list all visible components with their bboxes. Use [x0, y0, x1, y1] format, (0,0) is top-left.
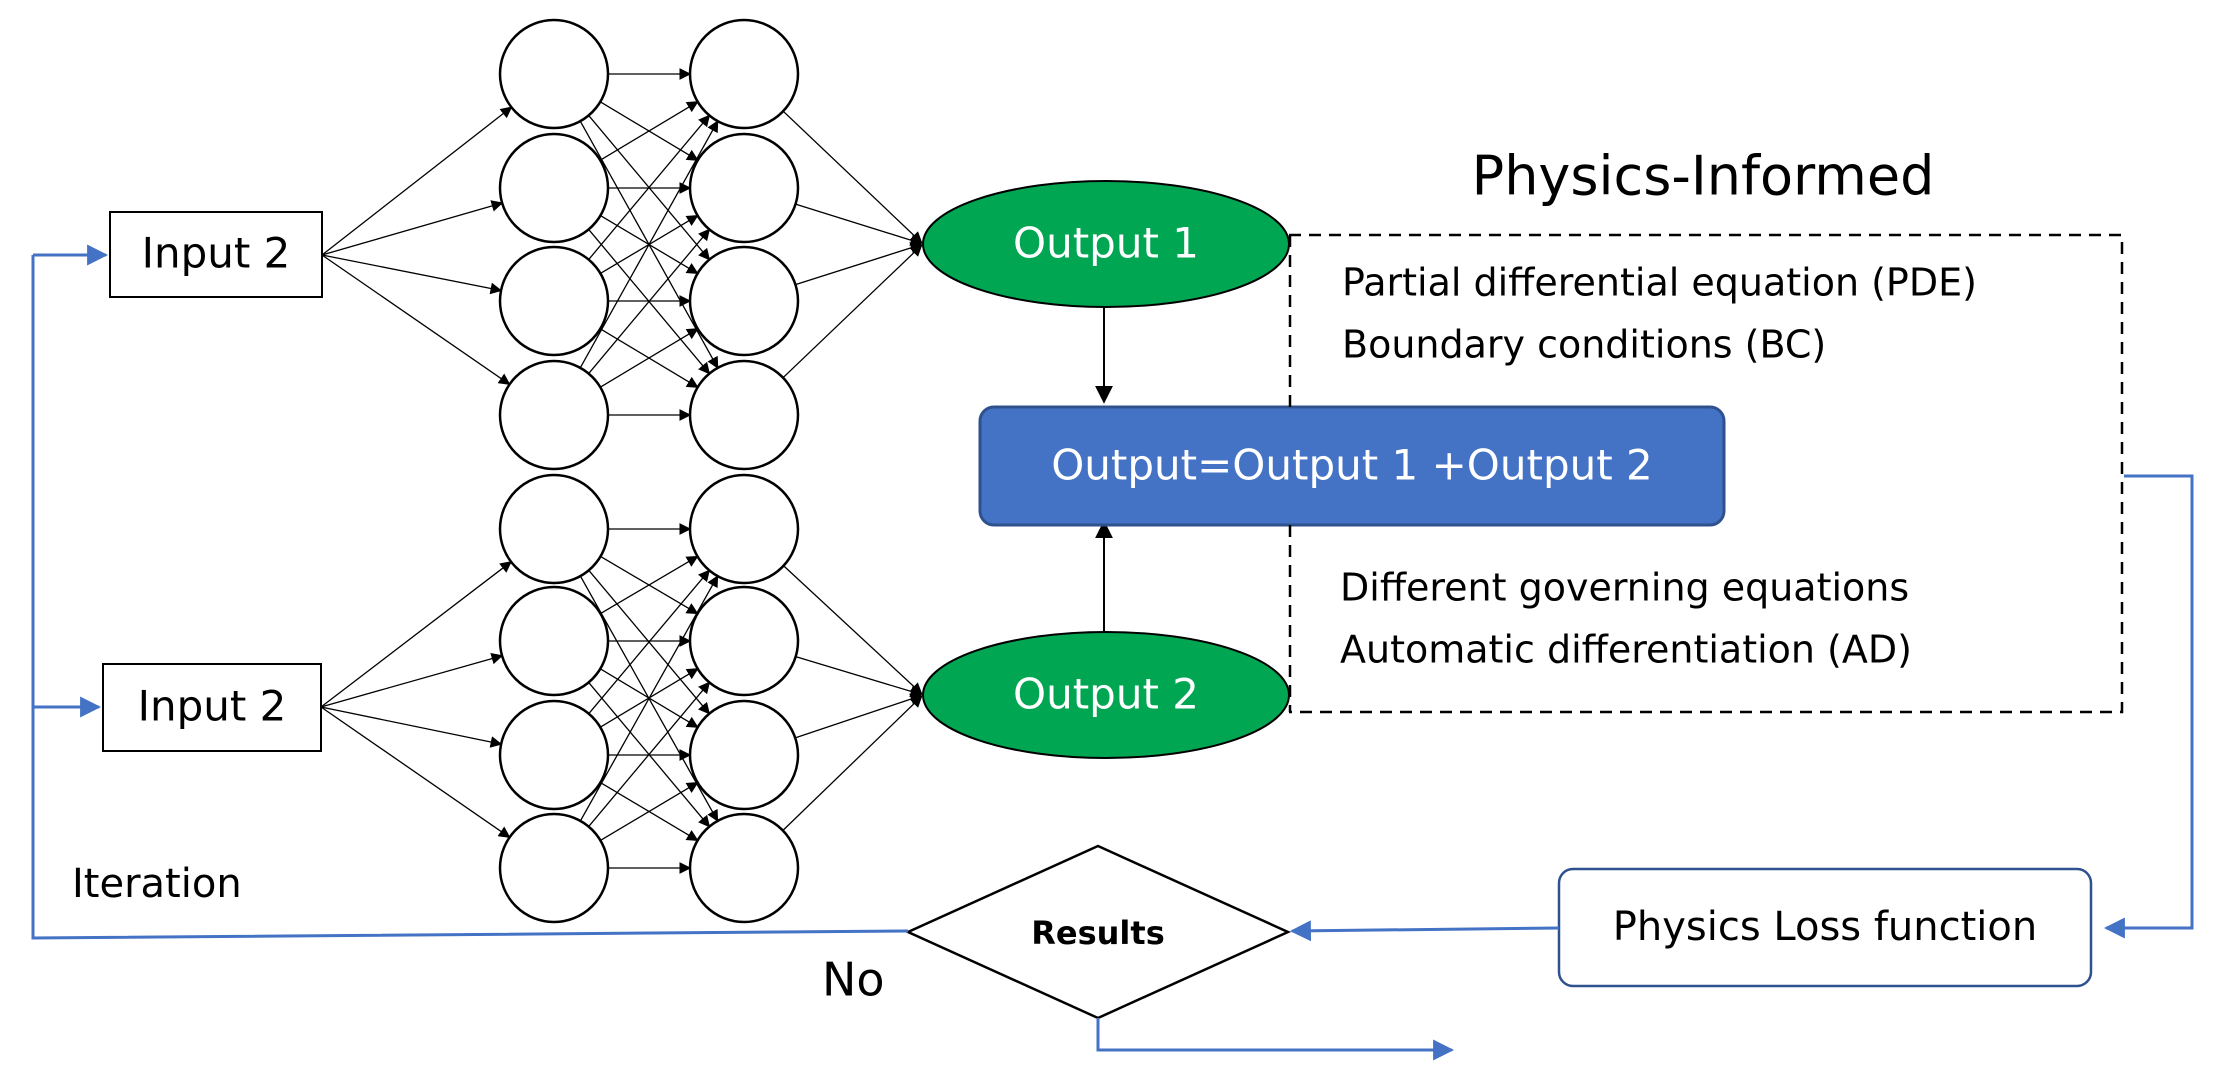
physics-item-pde: Partial differential equation (PDE)	[1342, 261, 1977, 305]
hidden-layer-2-neuron	[688, 18, 800, 130]
iteration-label: Iteration	[72, 861, 242, 907]
network-edge	[599, 328, 699, 388]
input-node-2: Input 2	[102, 663, 322, 752]
hidden-layer-1-neuron	[498, 585, 610, 697]
network-edge	[320, 706, 503, 748]
network-edge	[320, 561, 513, 708]
loss-to-results-arrow	[1289, 920, 1560, 942]
network-edge	[782, 110, 923, 244]
network-edge	[795, 242, 923, 286]
network-edge	[588, 114, 711, 261]
hidden-layer-2-neuron	[688, 812, 800, 924]
physics-informed-region: Physics-Informed Partial differential eq…	[1288, 145, 2124, 714]
network-connections	[320, 68, 923, 874]
physics-loss-function-label: Physics Loss function	[1613, 904, 2038, 950]
network-edge	[588, 681, 711, 828]
results-label: Results	[1031, 914, 1164, 952]
output-1-node: Output 1	[922, 180, 1290, 308]
hidden-layer-1-neuron	[498, 812, 610, 924]
network-edge	[795, 203, 923, 246]
network-edge	[795, 655, 923, 697]
hidden-layer-1-neuron	[498, 359, 610, 471]
hidden-layer-2-neuron	[688, 699, 800, 811]
network-edge	[782, 695, 923, 831]
input-2-label: Input 2	[138, 682, 287, 731]
hidden-layer-1-neuron	[498, 132, 610, 244]
hidden-layer-1-neuron	[498, 473, 610, 585]
neural-network-neurons	[498, 18, 800, 924]
iteration-loop-line	[31, 255, 909, 940]
network-edge	[579, 120, 719, 369]
network-edge	[599, 101, 699, 161]
physics-item-governing-equations: Different governing equations	[1340, 566, 1909, 610]
output-1-label: Output 1	[1013, 219, 1199, 268]
network-edge	[588, 569, 711, 715]
physics-to-loss-arrow	[2103, 474, 2194, 939]
no-label: No	[822, 953, 885, 1007]
physics-item-ad: Automatic differentiation (AD)	[1340, 628, 1912, 672]
results-decision-diamond: Results	[904, 844, 1292, 1020]
network-edge	[320, 652, 504, 708]
physics-informed-title: Physics-Informed	[1472, 145, 1935, 208]
results-exit-arrow	[1096, 1018, 1455, 1061]
hidden-layer-1-neuron	[498, 18, 610, 130]
hidden-layer-2-neuron	[688, 132, 800, 244]
input-node-1: Input 2	[109, 211, 323, 298]
hidden-layer-2-neuron	[688, 359, 800, 471]
hidden-layer-2-neuron	[688, 585, 800, 697]
output-2-label: Output 2	[1013, 670, 1199, 719]
network-edge	[321, 254, 511, 386]
network-edge	[783, 565, 923, 695]
network-edge	[600, 782, 699, 841]
network-edge	[794, 693, 923, 739]
network-edge	[320, 706, 511, 838]
physics-loss-function-box: Physics Loss function	[1557, 867, 2093, 988]
hidden-layer-1-neuron	[498, 699, 610, 811]
physics-item-bc: Boundary conditions (BC)	[1342, 323, 1826, 367]
network-edge	[321, 200, 504, 256]
network-edge	[321, 106, 513, 256]
network-edge	[600, 555, 699, 615]
network-edge	[321, 254, 503, 295]
combined-output-box: Output=Output 1 +Output 2	[978, 405, 1726, 527]
network-edge	[588, 228, 711, 375]
input-1-label: Input 2	[142, 229, 291, 278]
combined-output-label: Output=Output 1 +Output 2	[1051, 441, 1653, 490]
hidden-layer-2-neuron	[688, 473, 800, 585]
hidden-layer-2-neuron	[688, 245, 800, 357]
network-edge	[782, 244, 923, 379]
hidden-layer-1-neuron	[498, 245, 610, 357]
output-2-node: Output 2	[922, 631, 1290, 759]
